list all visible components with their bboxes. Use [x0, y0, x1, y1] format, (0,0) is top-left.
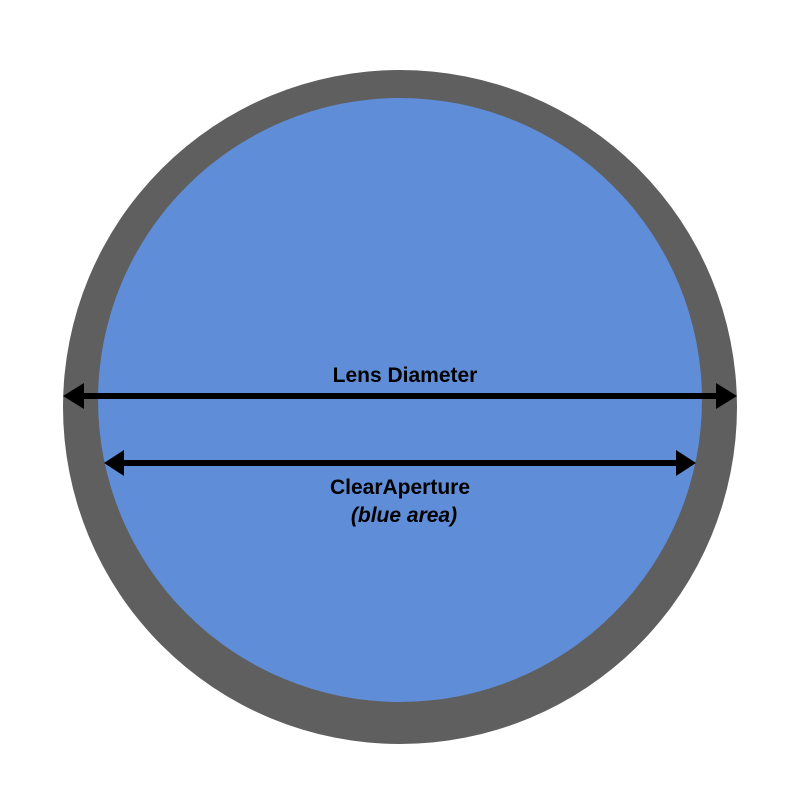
clear-aperture-arrow — [104, 450, 696, 476]
clear-aperture-label: ClearAperture — [330, 476, 470, 499]
clear-aperture-arrowhead-right — [676, 450, 696, 476]
lens-diameter-arrowhead-left — [63, 383, 84, 409]
lens-diameter-label: Lens Diameter — [333, 364, 478, 387]
lens-diameter-arrowhead-right — [716, 383, 737, 409]
clear-aperture-note: (blue area) — [351, 504, 457, 527]
clear-aperture-arrowhead-left — [104, 450, 124, 476]
clear-aperture-area — [98, 98, 702, 702]
lens-diameter-arrow — [63, 383, 737, 409]
